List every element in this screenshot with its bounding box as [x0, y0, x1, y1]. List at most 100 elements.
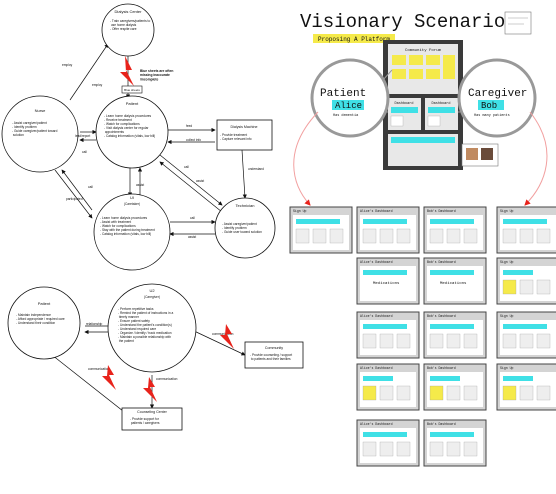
breakdown-lightning-icon [120, 56, 134, 86]
node-lines: - Assist caregiver/patient- Identify pro… [12, 121, 58, 137]
wireframe-screen: Sign Up [496, 257, 556, 305]
wireframe-screen: Alice's Dashboard [356, 206, 420, 254]
edge-label: assist [196, 179, 204, 183]
node-title: Community [265, 346, 283, 350]
dashboard-label: Dashboard [395, 101, 414, 106]
caregiver-tag: Has many patients [474, 113, 510, 118]
node-patient [95, 95, 169, 169]
blue-sheets-label: Blue sheets [124, 88, 140, 92]
node-dialysis-center [101, 3, 155, 57]
subtitle-highlight [313, 34, 395, 43]
wireframe-screen-title: Alice's Dashboard [360, 209, 393, 213]
breakdown-lightning-icon [143, 377, 157, 402]
wireframe-screen: Sign Up [496, 311, 556, 359]
node-dialysis-machine [216, 119, 273, 151]
node-subtitle: (Caregiver) [144, 295, 160, 299]
edge-label: relationship [86, 322, 103, 326]
node-lines: - Assist caregiver/patient- Identify pro… [222, 222, 262, 234]
edge-label: participated [66, 197, 83, 201]
node-lines: - Provide support for patients / caregiv… [130, 417, 160, 425]
wireframe-screen: Alice's Dashboard [356, 311, 420, 359]
node-lines: - Learn home dialysis procedures- Receiv… [104, 114, 155, 138]
edge-label: call [82, 150, 87, 154]
wireframe-screen: Alice's Dashboard [356, 419, 420, 467]
caregiver-persona [457, 58, 537, 138]
wireframe-screen: Bob's Dashboard [423, 419, 487, 467]
edge-label: employ [62, 63, 73, 67]
edge-label: call [184, 165, 189, 169]
node-subtitle: (Caretaker) [124, 202, 140, 206]
node-title: UI [130, 195, 134, 200]
visionary-title: Visionary Scenario [300, 11, 505, 33]
visionary-subtitle: Proposing A Platform [318, 36, 390, 43]
wireframe-screen-title: Alice's Dashboard [360, 260, 393, 264]
flow-arrow [293, 111, 319, 206]
node-title: Dialysis Center [115, 9, 143, 14]
wireframe-screen-title: Sign Up [500, 260, 513, 264]
wireframe-screen-title: Sign Up [500, 366, 513, 370]
caregiver-name: Bob [481, 101, 497, 111]
node-community [244, 341, 304, 369]
sketch-thumbnail [504, 11, 532, 35]
wireframe-screen: Bob's Dashboard [423, 206, 487, 254]
edge-label: communication [212, 332, 234, 336]
node-title: Counseling Center [137, 410, 168, 414]
edge-label: employ [92, 83, 103, 87]
community-forum-title: Community Forum [405, 48, 442, 53]
node-lines: - Learn home dialysis procedures- Assist… [100, 216, 155, 236]
node-nurse [1, 95, 79, 173]
caregiver-role: Caregiver [468, 88, 527, 100]
node-lines: - Provide treatment- Capture relevant in… [220, 133, 252, 141]
edge-label: communication [156, 377, 178, 381]
wireframe-screen-title: Bob's Dashboard [427, 422, 456, 426]
breakdown-lightning-icon [102, 365, 116, 390]
wireframe-screen-title: Sign Up [293, 209, 306, 213]
wireframe-screen-title: Bob's Dashboard [427, 209, 456, 213]
edge-tech-patient [159, 161, 223, 213]
node-title: U2 [149, 288, 155, 293]
edge-label: call [190, 216, 195, 220]
patient-persona [310, 58, 390, 138]
edge-nurse-ui [54, 169, 93, 219]
medications-label: Medications [440, 281, 467, 286]
edge-label: feed [186, 124, 192, 128]
flow-arrow [524, 111, 548, 206]
node-u2 [107, 283, 197, 373]
wireframe-screen-title: Bob's Dashboard [427, 366, 456, 370]
edge-machine-tech [241, 149, 247, 199]
edge-ui-nurse [61, 169, 93, 211]
wireframe-screen: Alice's Dashboard [356, 363, 420, 411]
wireframe-screen: Bob's Dashboard [423, 363, 487, 411]
edge-label: understand [248, 167, 264, 171]
node-lines: - Train caregivers/patients to use home … [110, 19, 150, 31]
node-lines: - Maintain independence- Afford appropri… [16, 313, 65, 325]
wireframe-screen-title: Alice's Dashboard [360, 366, 393, 370]
wireframe-screen-title: Bob's Dashboard [427, 260, 456, 264]
node-title: Patient [126, 101, 139, 106]
bottom-diagram: Patient - Maintain independence- Afford … [7, 283, 304, 431]
edge-label: assist [188, 235, 196, 239]
node-counseling-center [121, 407, 183, 431]
blue-sheets-box [121, 85, 143, 94]
breakdown-lightning-icon [220, 324, 234, 349]
wireframe-screen-title: Sign Up [500, 209, 513, 213]
node-title: Technician [236, 203, 255, 208]
wireframe-screen-title: Alice's Dashboard [360, 314, 393, 318]
node-lines: - Perform repetitive tasks- Remind the p… [118, 307, 174, 343]
node-title: Dialysis Machine [231, 125, 258, 129]
patient-tag: Has dementia [333, 113, 358, 118]
edge-label: communication [88, 367, 110, 371]
node-technician [214, 197, 276, 259]
dashboard-label: Dashboard [432, 101, 451, 106]
node-title: Patient [38, 301, 51, 306]
wireframe-screen-title: Sign Up [500, 314, 513, 318]
wireframe-screen-title: Alice's Dashboard [360, 422, 393, 426]
medications-label: Medications [373, 281, 400, 286]
edge-nurse-dialysis [69, 43, 109, 101]
wireframe-screen: Sign Up [496, 363, 556, 411]
edge-label: call [88, 185, 93, 189]
